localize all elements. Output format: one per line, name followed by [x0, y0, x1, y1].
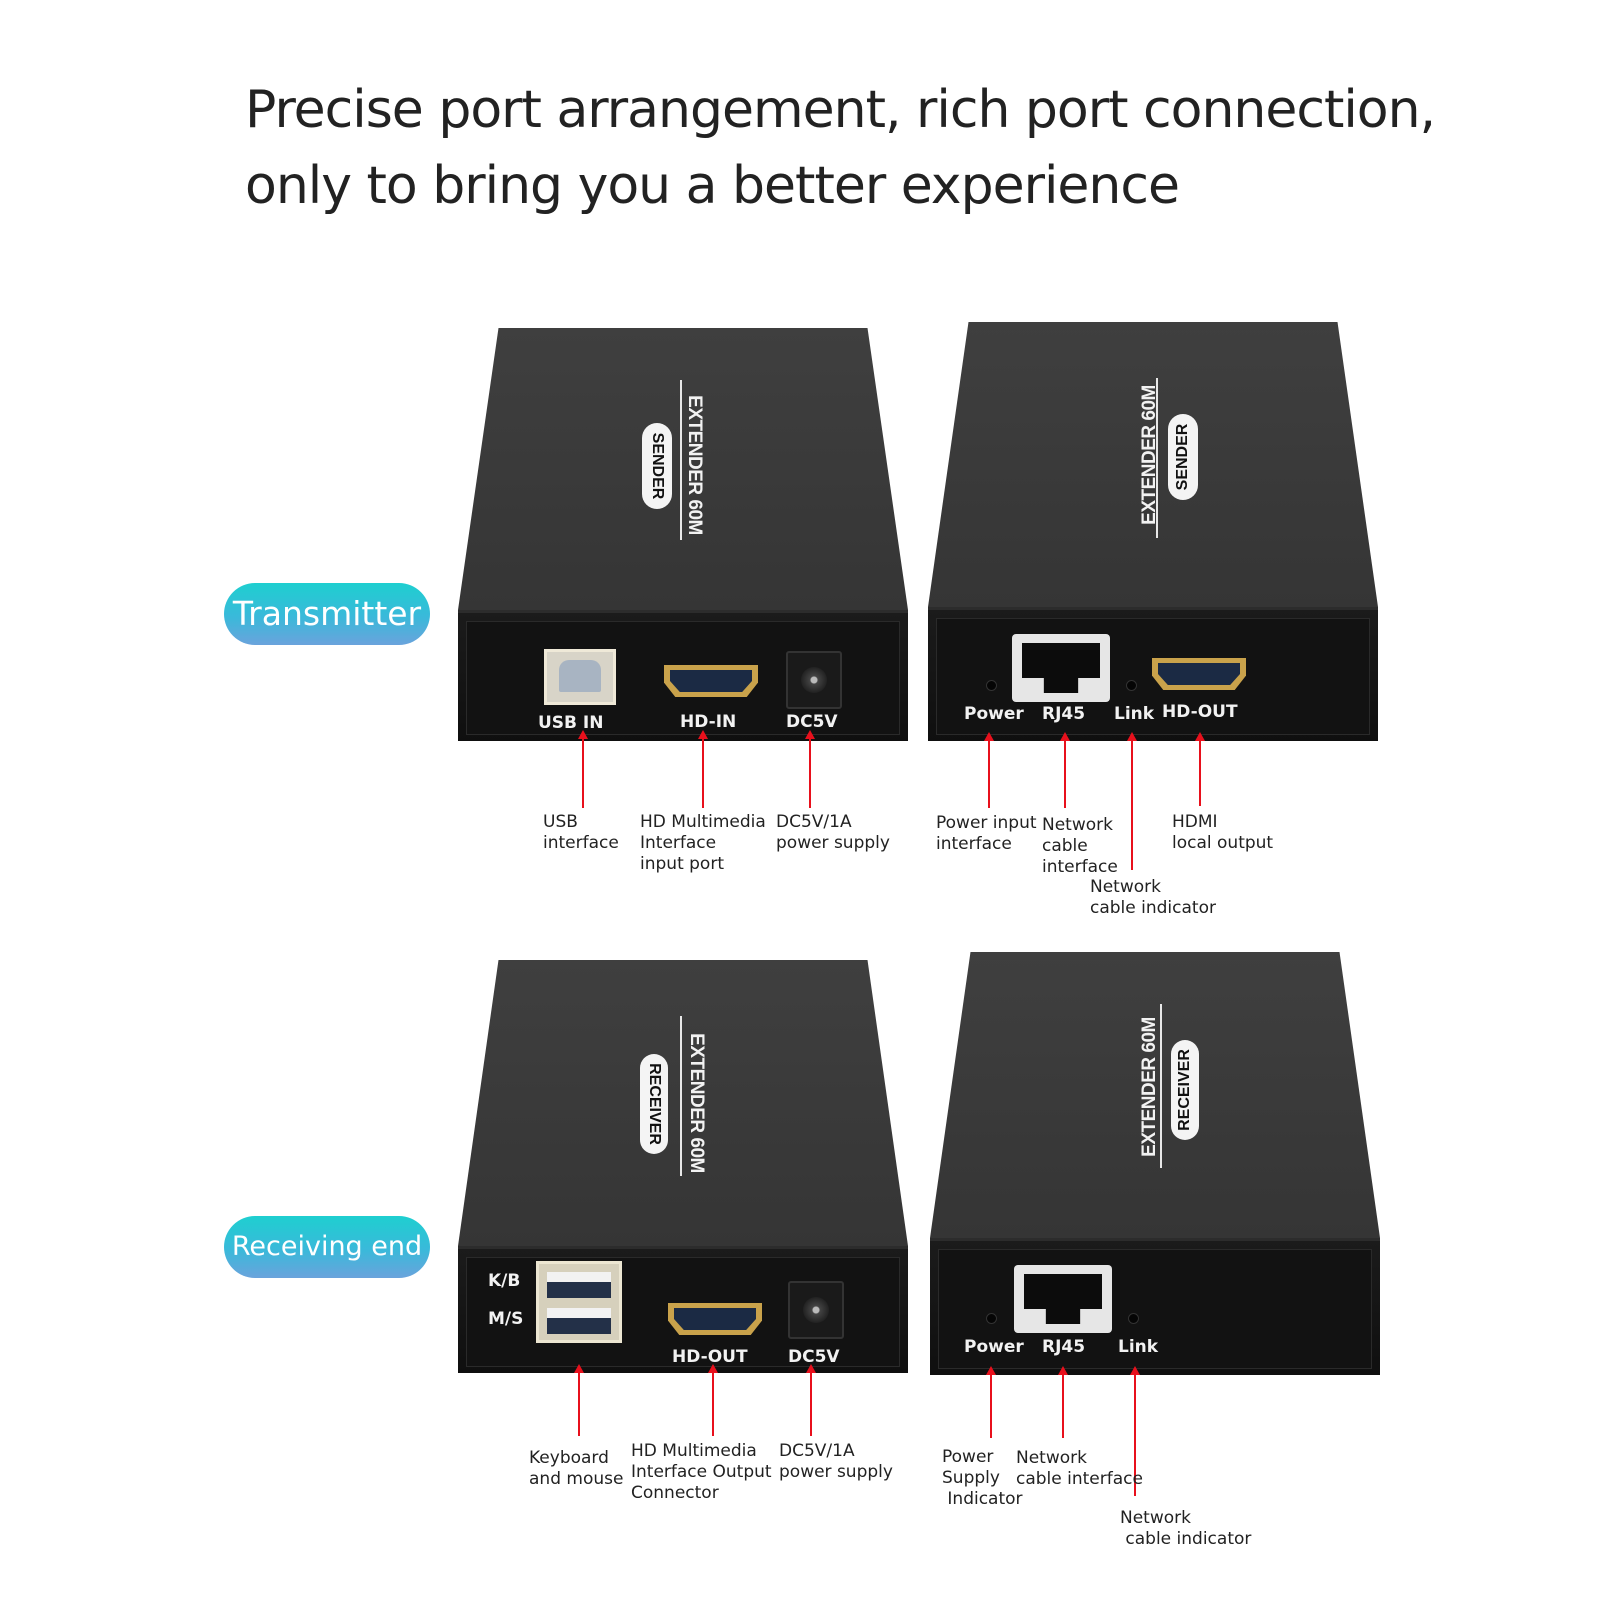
device-top-cover — [458, 960, 908, 1246]
model-badge: SENDER — [642, 423, 672, 509]
model-badge: SENDER — [1168, 414, 1198, 500]
port-label-link: Link — [1114, 704, 1155, 724]
dc-power-jack-icon — [786, 651, 842, 709]
callout-arrow — [806, 1364, 816, 1436]
callout-hd-output-connector: HD Multimedia Interface Output Connector — [631, 1441, 772, 1503]
device-front-panel: USB IN HD-IN DC5V — [458, 610, 908, 741]
callout-usb-interface: USB interface — [543, 812, 619, 853]
transmitter-label-pill: Transmitter — [224, 583, 430, 645]
callout-arrow — [805, 730, 815, 808]
dual-usb-a-port-icon — [536, 1261, 622, 1343]
power-led-icon — [986, 1313, 997, 1324]
callout-arrow — [1195, 732, 1205, 806]
callout-arrow — [574, 1364, 584, 1436]
transmitter-unit-front-view: EXTENDER 60M SENDER USB IN HD-IN DC5V — [458, 328, 908, 741]
link-led-icon — [1128, 1313, 1139, 1324]
port-label-rj45: RJ45 — [1042, 1337, 1086, 1357]
port-label-hd-out: HD-OUT — [1162, 702, 1238, 722]
port-label-power: Power — [964, 704, 1024, 724]
callout-arrow — [986, 1366, 996, 1438]
port-label-usb-in: USB IN — [538, 713, 604, 733]
callout-arrow — [708, 1364, 718, 1436]
callout-keyboard-mouse: Keyboard and mouse — [529, 1448, 624, 1489]
usb-b-port-icon — [544, 649, 616, 705]
usb-label-mouse: M/S — [488, 1309, 524, 1329]
rj45-port-icon — [1012, 634, 1110, 702]
brand-text: EXTENDER 60M — [1138, 385, 1160, 525]
headline-line-1: Precise port arrangement, rich port conn… — [245, 80, 1436, 140]
hdmi-out-port-icon — [1152, 658, 1246, 690]
callout-hdmi-local-output: HDMI local output — [1172, 812, 1274, 853]
callout-network-cable-indicator: Network cable indicator — [1120, 1508, 1252, 1549]
port-label-dc5v: DC5V — [786, 712, 838, 732]
dc-power-jack-icon — [788, 1281, 844, 1339]
device-front-panel: Power RJ45 Link HD-OUT — [928, 607, 1378, 741]
callout-network-cable-interface: Network cable interface — [1042, 815, 1118, 877]
callout-network-cable-interface: Network cable interface — [1016, 1448, 1143, 1489]
headline: Precise port arrangement, rich port conn… — [245, 72, 1436, 224]
device-top-cover — [930, 952, 1380, 1238]
brand-divider — [1156, 378, 1158, 538]
port-label-hd-in: HD-IN — [680, 712, 737, 732]
headline-line-2: only to bring you a better experience — [245, 156, 1180, 216]
rj45-port-icon — [1014, 1265, 1112, 1333]
brand-divider — [680, 1016, 682, 1176]
power-led-icon — [986, 680, 997, 691]
receiver-unit-rear-view: EXTENDER 60M RECEIVER Power RJ45 Link — [930, 952, 1380, 1375]
hdmi-in-port-icon — [664, 665, 758, 697]
port-label-link: Link — [1118, 1337, 1159, 1357]
callout-arrow — [1130, 1366, 1140, 1496]
device-front-panel: K/B M/S HD-OUT DC5V — [458, 1246, 908, 1373]
callout-network-cable-indicator: Network cable indicator — [1090, 877, 1216, 918]
callout-arrow — [578, 730, 588, 808]
callout-power-input: Power input interface — [936, 813, 1037, 854]
device-front-panel: Power RJ45 Link — [930, 1238, 1380, 1375]
usb-label-keyboard: K/B — [488, 1271, 521, 1291]
port-label-rj45: RJ45 — [1042, 704, 1086, 724]
callout-arrow — [1127, 732, 1137, 870]
callout-arrow — [1058, 1366, 1068, 1438]
brand-text: EXTENDER 60M — [685, 1033, 707, 1173]
callout-arrow — [698, 730, 708, 808]
hdmi-out-port-icon — [668, 1303, 762, 1335]
callout-arrow — [1060, 732, 1070, 808]
callout-dc-power-supply: DC5V/1A power supply — [779, 1441, 893, 1482]
transmitter-unit-rear-view: EXTENDER 60M SENDER Power RJ45 Link HD-O… — [928, 322, 1378, 741]
receiving-end-label-pill: Receiving end — [224, 1216, 430, 1278]
model-badge: RECEIVER — [640, 1054, 668, 1154]
device-top-cover — [928, 322, 1378, 607]
port-label-hd-out: HD-OUT — [672, 1347, 748, 1367]
brand-divider — [680, 380, 682, 540]
port-label-power: Power — [964, 1337, 1024, 1357]
callout-dc-power-supply: DC5V/1A power supply — [776, 812, 890, 853]
brand-text: EXTENDER 60M — [1138, 1017, 1160, 1157]
device-top-cover-shade — [458, 328, 908, 610]
callout-power-supply-indicator: Power Supply Indicator — [942, 1447, 1023, 1509]
link-led-icon — [1126, 680, 1137, 691]
port-label-dc5v: DC5V — [788, 1347, 840, 1367]
callout-arrow — [984, 732, 994, 808]
brand-divider — [1160, 1004, 1162, 1168]
callout-hd-input-port: HD Multimedia Interface input port — [640, 812, 766, 874]
brand-text: EXTENDER 60M — [683, 395, 705, 535]
receiver-unit-front-view: EXTENDER 60M RECEIVER K/B M/S HD-OUT DC5… — [458, 960, 908, 1373]
model-badge: RECEIVER — [1171, 1040, 1199, 1140]
